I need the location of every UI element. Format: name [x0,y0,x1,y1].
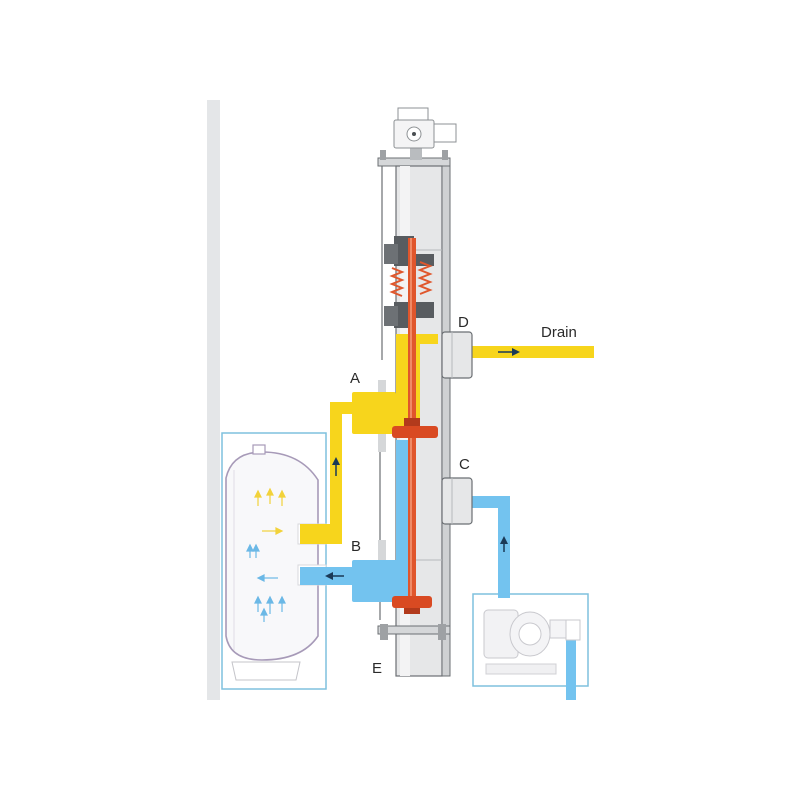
label-drain: Drain [541,324,577,341]
filter-outlet-pipe [300,402,352,544]
bottom-flange [377,624,451,640]
label-port-d: D [458,314,469,331]
actuator-motor-icon [393,107,457,149]
filter-inlet-pipe [300,567,356,585]
port-b-chamber [352,440,416,608]
pump-inlet-pipe [470,496,581,700]
piston-rod [392,238,438,614]
filter-tank-icon [221,432,327,690]
label-port-b: B [351,538,362,555]
port-d-housing [441,331,473,379]
port-c-housing [441,477,473,525]
label-port-c: C [459,456,470,473]
drain-pipe [468,346,594,358]
label-port-e: E [372,660,383,677]
wall-strip [207,100,220,700]
label-port-a: A [350,370,361,387]
